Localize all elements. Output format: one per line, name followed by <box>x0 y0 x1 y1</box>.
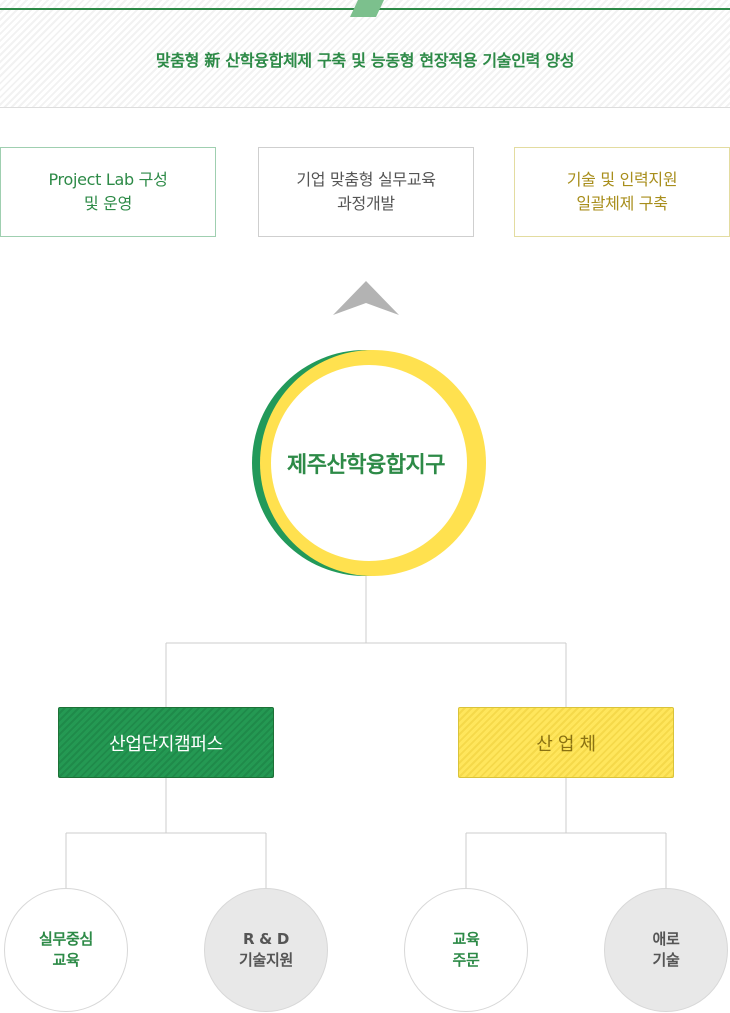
top-tab-marker <box>350 0 384 17</box>
branch-industry: 산 업 체 <box>458 707 674 778</box>
headline-banner <box>0 0 730 108</box>
hub-ring <box>252 350 486 576</box>
headline-title: 맞춤형 新 산학융합체제 구축 및 능동형 현장적용 기술인력 양성 <box>155 51 575 70</box>
leaf-rnd-support: R & D 기술지원 <box>204 888 328 1012</box>
branch-campus: 산업단지캠퍼스 <box>58 707 274 778</box>
goal-box-curriculum: 기업 맞춤형 실무교육 과정개발 <box>258 147 474 237</box>
up-arrow-icon <box>333 281 399 315</box>
goal-box-project-lab: Project Lab 구성 및 운영 <box>0 147 216 237</box>
leaf-education-order: 교육 주문 <box>404 888 528 1012</box>
leaf-practical-education: 실무중심 교육 <box>4 888 128 1012</box>
hub-label: 제주산학융합지구 <box>287 453 445 478</box>
goal-box-support-system: 기술 및 인력지원 일괄체제 구축 <box>514 147 730 237</box>
leaf-bottleneck-tech: 애로 기술 <box>604 888 728 1012</box>
